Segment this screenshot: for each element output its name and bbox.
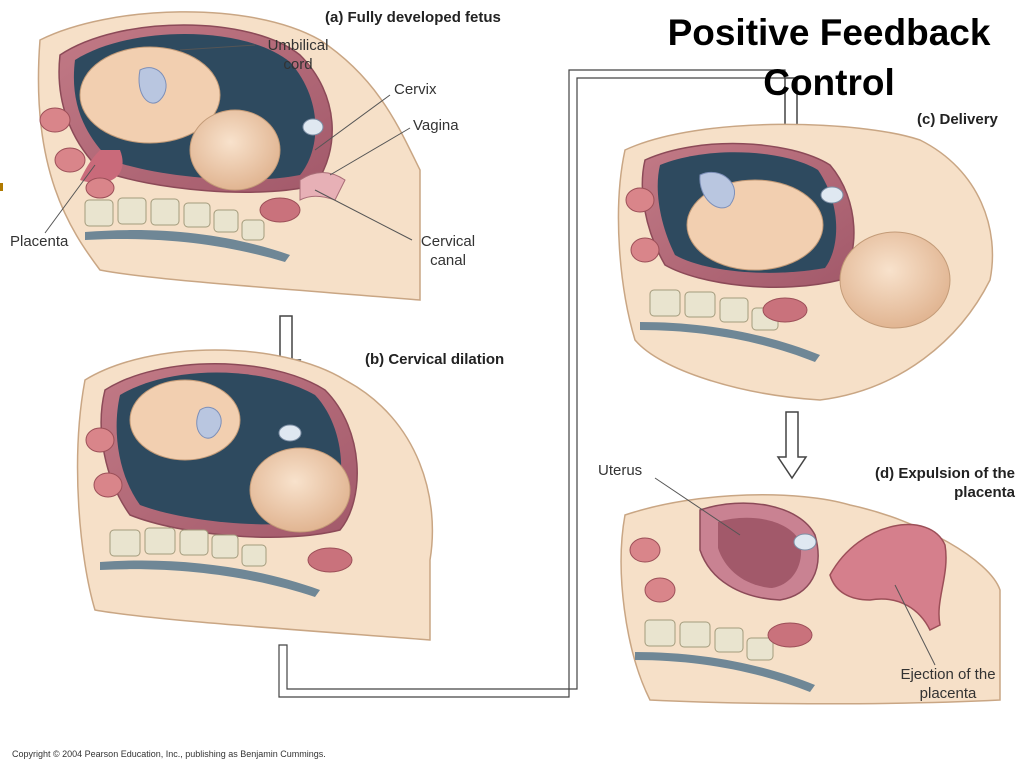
panel-b-label: (b) Cervical dilation <box>365 351 505 368</box>
panel-c-illustration <box>617 123 994 401</box>
panel-a-illustration <box>37 11 421 301</box>
callout-cervical-canal: Cervical canal <box>420 233 476 269</box>
spine-b <box>100 527 320 597</box>
uterus-cavity-d <box>718 517 802 588</box>
fetus-head-b <box>249 447 351 533</box>
umbilical-cord-a <box>138 67 167 104</box>
leader-ejection <box>894 584 936 666</box>
placenta-d <box>829 523 947 632</box>
umbilical-cord-c <box>699 171 736 209</box>
placenta-a <box>80 150 123 184</box>
fetus-head-a <box>189 109 281 191</box>
panel-b-illustration <box>76 349 434 641</box>
callout-umbilical-cord: Umbilical cord <box>267 37 329 73</box>
edge-marker <box>0 183 3 191</box>
intestines-a <box>39 107 301 223</box>
panel-d-illustration <box>620 477 1001 705</box>
bladder-c <box>820 186 844 204</box>
panel-d-label: (d) Expulsion of the placenta <box>875 465 1015 501</box>
fetus-body-b <box>129 379 241 461</box>
callout-uterus: Uterus <box>598 462 643 479</box>
leader-cervical-canal <box>314 189 413 241</box>
spine-d <box>635 619 815 692</box>
umbilical-cord-b <box>196 406 222 439</box>
intestines-b <box>85 427 353 573</box>
leader-cervix <box>314 94 391 151</box>
spine-c <box>640 289 820 362</box>
leader-placenta <box>44 164 96 234</box>
fetus-head-c <box>839 231 951 329</box>
intestines-d <box>629 537 813 648</box>
leader-vagina <box>329 127 411 176</box>
spine-a <box>84 197 290 262</box>
bladder-b <box>278 424 302 442</box>
arrow-c-to-d <box>776 411 808 480</box>
leader-uterus <box>654 477 741 536</box>
bladder-d <box>793 533 817 551</box>
panel-a-label: (a) Fully developed fetus <box>325 9 501 26</box>
bladder-a <box>302 118 324 136</box>
callout-ejection-placenta: Ejection of the placenta <box>900 666 996 702</box>
slide-title: Positive Feedback Control <box>667 12 991 103</box>
leader-umbilical <box>179 44 256 51</box>
callout-placenta: Placenta <box>10 233 69 250</box>
callout-cervix: Cervix <box>394 81 437 98</box>
copyright-notice: Copyright © 2004 Pearson Education, Inc.… <box>12 749 326 759</box>
panel-c-label: (c) Delivery <box>917 111 998 128</box>
intestines-c <box>625 187 808 323</box>
callout-vagina: Vagina <box>413 117 459 134</box>
